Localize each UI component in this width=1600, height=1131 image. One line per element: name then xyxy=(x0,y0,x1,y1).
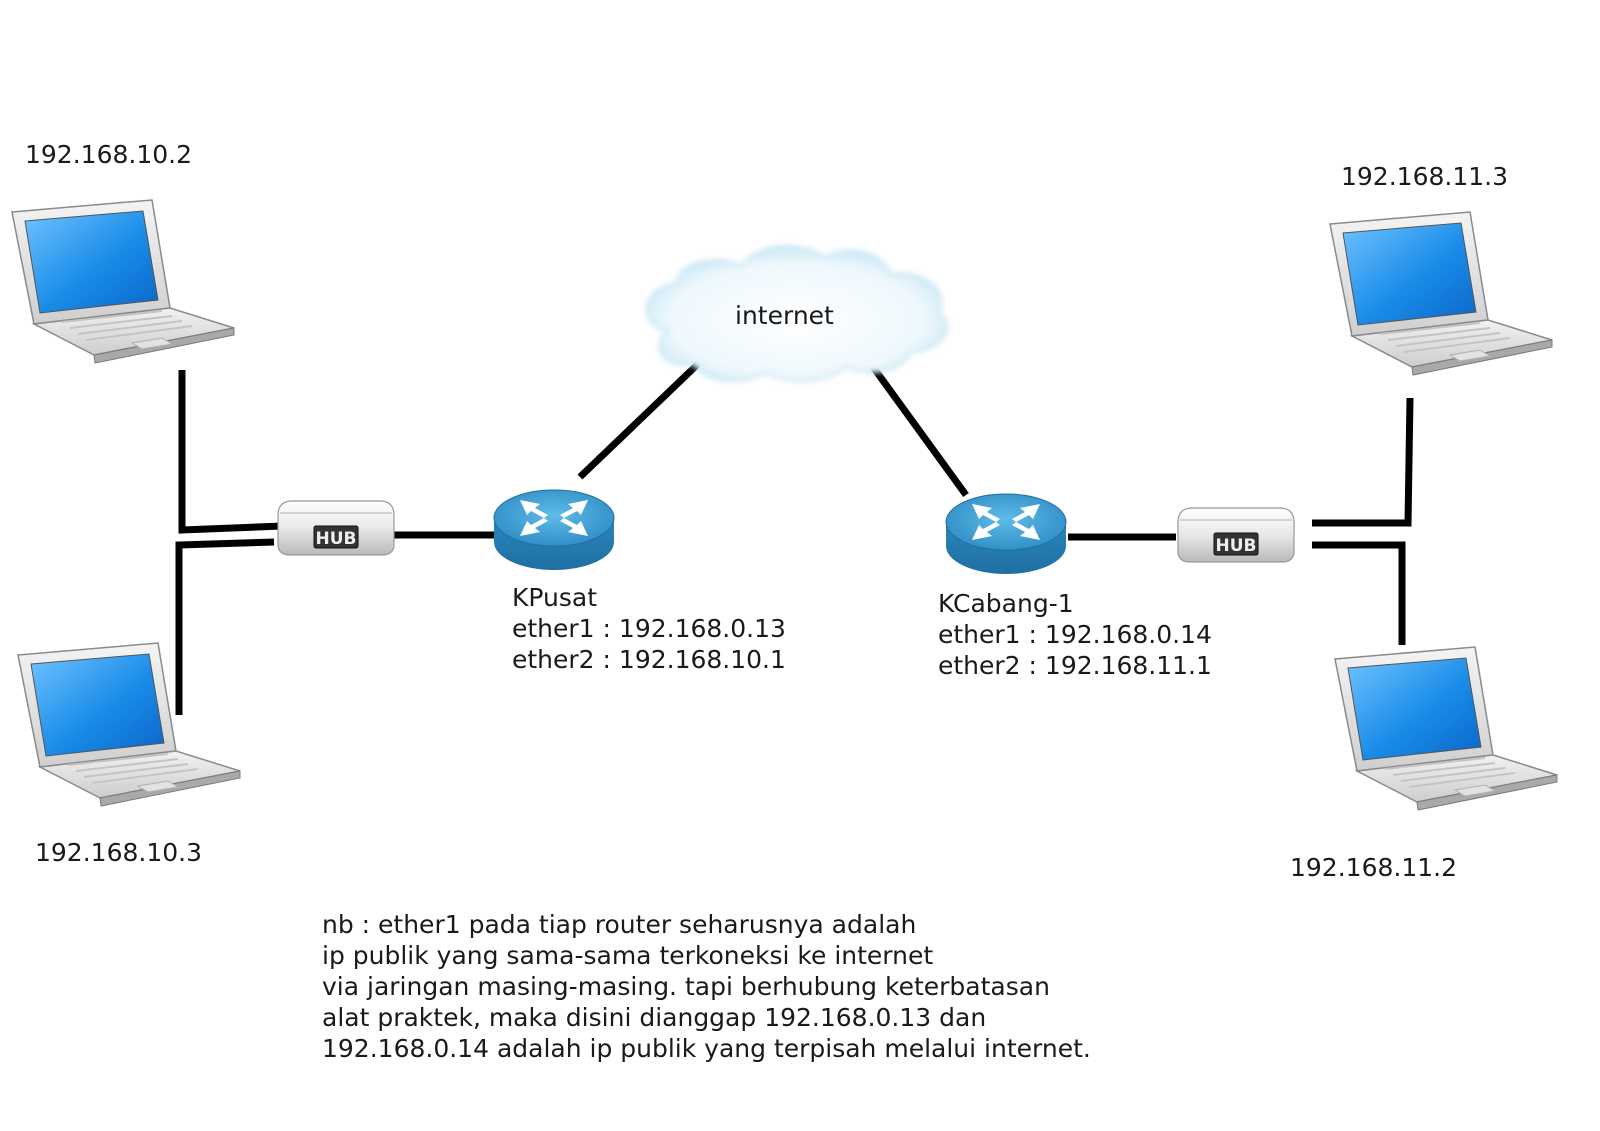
hub-right xyxy=(1177,507,1295,563)
footnote-line: 192.168.0.14 adalah ip publik yang terpi… xyxy=(322,1034,1091,1063)
cables xyxy=(175,357,1414,715)
footnote-line: ip publik yang sama-sama terkoneksi ke i… xyxy=(322,941,934,970)
router-kpusat-ether1: ether1 : 192.168.0.13 xyxy=(512,614,786,643)
ip-label-right-top: 192.168.11.3 xyxy=(1341,162,1508,191)
ip-label-right-bottom: 192.168.11.2 xyxy=(1290,853,1457,882)
router-kcabang xyxy=(945,493,1067,575)
cable-left-top-laptop xyxy=(178,370,283,534)
internet-cloud xyxy=(646,245,948,382)
cable-kpusat-internet xyxy=(577,360,702,480)
footnote-line: nb : ether1 pada tiap router seharusnya … xyxy=(322,910,917,939)
router-kcabang-name: KCabang-1 xyxy=(938,589,1074,618)
cable-right-top-laptop xyxy=(1312,397,1414,527)
internet-label: internet xyxy=(735,301,834,330)
cable-left-bottom-laptop xyxy=(175,538,275,715)
laptop-right-top xyxy=(1329,211,1553,376)
router-kpusat-name: KPusat xyxy=(512,583,598,612)
footnote: nb : ether1 pada tiap router seharusnya … xyxy=(322,909,1091,1064)
cable-right-bottom-laptop xyxy=(1312,541,1406,645)
footnote-line: via jaringan masing-masing. tapi berhubu… xyxy=(322,972,1050,1001)
router-kpusat-ether2: ether2 : 192.168.10.1 xyxy=(512,645,786,674)
laptop-left-top xyxy=(11,199,235,364)
cable-internet-kcabang xyxy=(865,357,969,498)
ip-label-left-top: 192.168.10.2 xyxy=(25,140,192,169)
router-kcabang-ether2: ether2 : 192.168.11.1 xyxy=(938,651,1212,680)
footnote-line: alat praktek, maka disini dianggap 192.1… xyxy=(322,1003,987,1032)
laptop-right-bottom xyxy=(1334,646,1558,811)
laptop-left-bottom xyxy=(17,642,241,807)
ip-label-left-bottom: 192.168.10.3 xyxy=(35,838,202,867)
router-kpusat xyxy=(493,489,615,571)
hub-left xyxy=(277,500,395,556)
router-kcabang-ether1: ether1 : 192.168.0.14 xyxy=(938,620,1212,649)
